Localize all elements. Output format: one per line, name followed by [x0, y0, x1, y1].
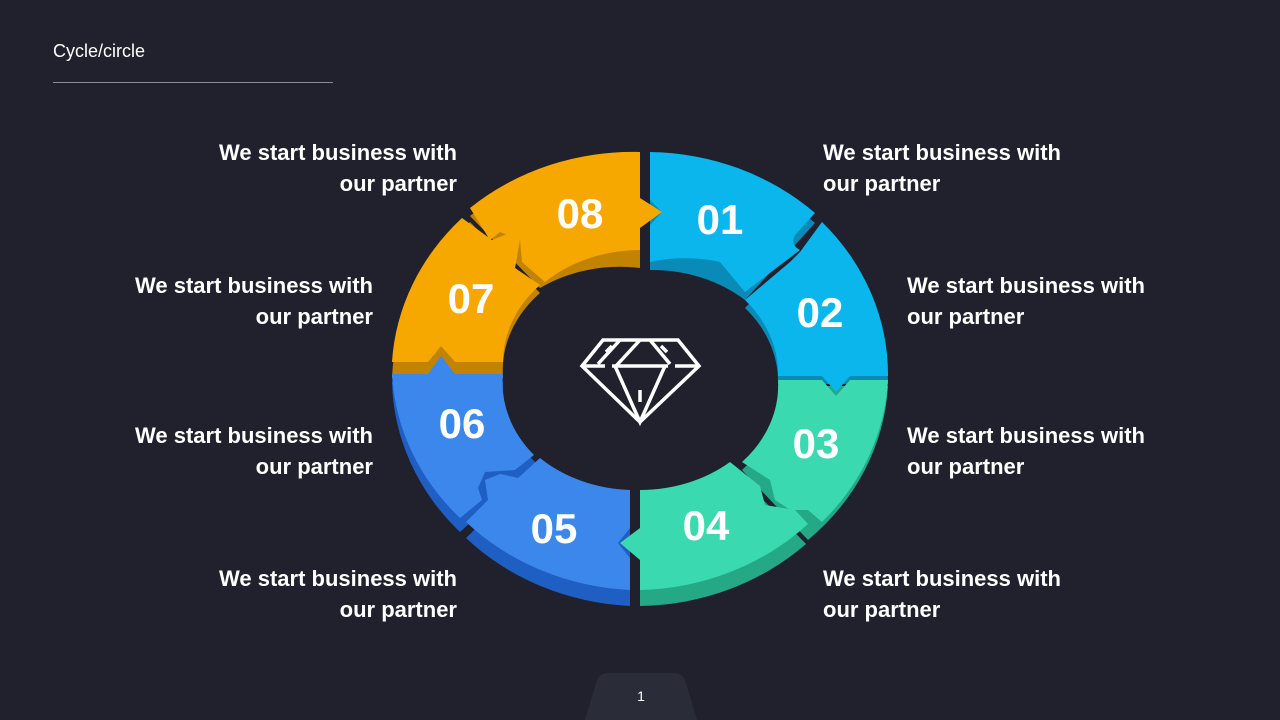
segment-label-07: We start business with our partner [73, 270, 373, 332]
label-line: our partner [255, 454, 373, 479]
segment-number: 08 [557, 190, 604, 237]
segment-06[interactable]: 06 [392, 356, 534, 518]
page-number-tab [585, 673, 697, 720]
segment-label-05: We start business with our partner [157, 563, 457, 625]
segment-05[interactable]: 05 [466, 458, 630, 590]
title-divider [53, 82, 333, 83]
label-line: We start business with [219, 140, 457, 165]
label-line: our partner [823, 171, 941, 196]
label-line: our partner [907, 304, 1025, 329]
segment-number: 02 [797, 289, 844, 336]
label-line: our partner [823, 597, 941, 622]
segment-number: 06 [439, 400, 486, 447]
diamond-icon [579, 338, 702, 427]
label-line: We start business with [135, 423, 373, 448]
label-line: We start business with [135, 273, 373, 298]
label-line: our partner [255, 304, 373, 329]
segment-03[interactable]: 03 [742, 380, 888, 522]
label-line: We start business with [907, 273, 1145, 298]
label-line: We start business with [823, 140, 1061, 165]
slide-title: Cycle/circle [53, 41, 146, 61]
segment-label-02: We start business with our partner [907, 270, 1207, 332]
label-line: our partner [339, 171, 457, 196]
segment-04[interactable]: 04 [620, 462, 808, 590]
segment-number: 03 [793, 420, 840, 467]
label-line: We start business with [219, 566, 457, 591]
segment-08[interactable]: 08 [470, 151, 662, 282]
segment-label-01: We start business with our partner [823, 137, 1123, 199]
segment-label-04: We start business with our partner [823, 563, 1123, 625]
page-number: 1 [637, 688, 645, 704]
segment-number: 05 [531, 505, 578, 552]
segment-number: 01 [697, 196, 744, 243]
segment-01[interactable]: 01 [650, 152, 815, 292]
label-line: We start business with [823, 566, 1061, 591]
segment-label-08: We start business with our partner [157, 137, 457, 199]
segment-label-03: We start business with our partner [907, 420, 1207, 482]
segment-07[interactable]: 07 [392, 218, 540, 362]
label-line: our partner [907, 454, 1025, 479]
label-line: We start business with [907, 423, 1145, 448]
label-line: our partner [339, 597, 457, 622]
segment-number: 07 [448, 275, 495, 322]
segment-number: 04 [683, 502, 730, 549]
segment-label-06: We start business with our partner [73, 420, 373, 482]
segment-02[interactable]: 02 [745, 222, 889, 392]
